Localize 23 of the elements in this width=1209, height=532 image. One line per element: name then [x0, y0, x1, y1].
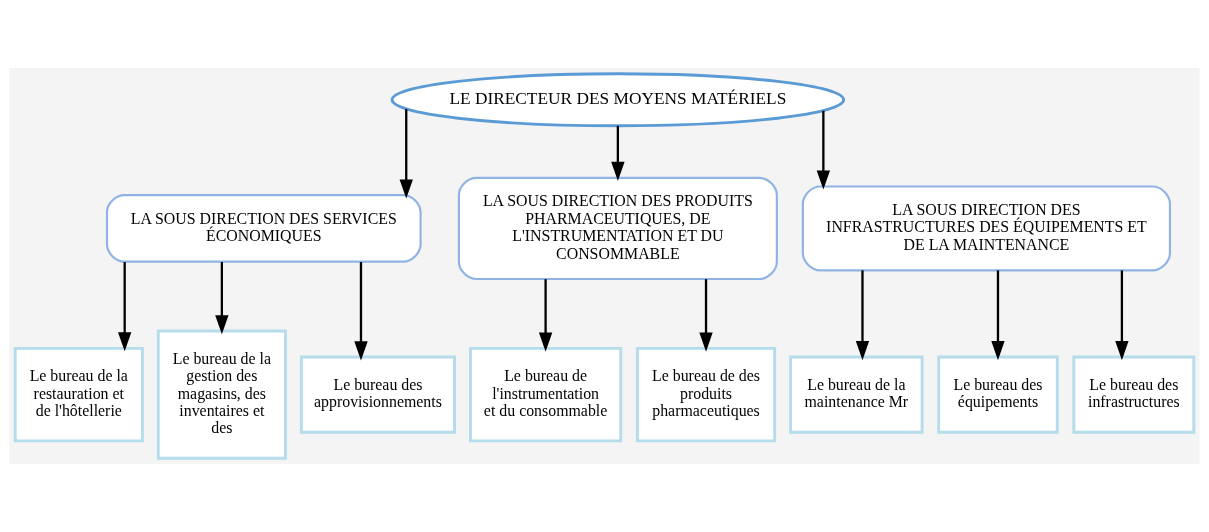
arrow — [118, 262, 132, 352]
node-box: Le bureau de des produits pharmaceutiques — [635, 346, 777, 443]
arrow — [215, 262, 229, 335]
arrow — [354, 262, 368, 361]
arrow — [538, 279, 553, 352]
node-box: LA SOUS DIRECTION DES INFRASTRUCTURES DES ÉQUIPEMENTS ET DE LA MAINTENANCE — [801, 185, 1172, 272]
node-box: Le bureau de l'instrumentation et du consommable — [469, 346, 623, 443]
arrow — [611, 125, 625, 181]
node-box: Le bureau de la maintenance Mr — [789, 355, 924, 434]
node-box: Le bureau des infrastructures — [1072, 355, 1196, 434]
node-box: LA SOUS DIRECTION DES SERVICES ÉCONOMIQUES — [105, 194, 422, 263]
arrow — [816, 110, 831, 190]
node-box: Le bureau de la restauration et de l'hôtellerie — [13, 346, 144, 443]
arrow — [399, 109, 413, 199]
node-box: LA SOUS DIRECTION DES PRODUITS PHARMACEUTIQUES, DE L'INSTRUMENTATION ET DU CONSOMMABLE — [457, 176, 778, 281]
arrow — [699, 279, 713, 352]
arrow — [855, 270, 870, 361]
node-box: Le bureau de la gestion des magasins, des inventaires et des — [156, 329, 287, 460]
node-box: Le bureau des approvisionnements — [299, 355, 456, 434]
node-ellipse: LE DIRECTEUR DES MOYENS MATÉRIELS — [390, 72, 846, 128]
arrow — [1115, 270, 1129, 361]
node-box: Le bureau des équipements — [937, 355, 1059, 434]
arrow — [991, 270, 1005, 361]
